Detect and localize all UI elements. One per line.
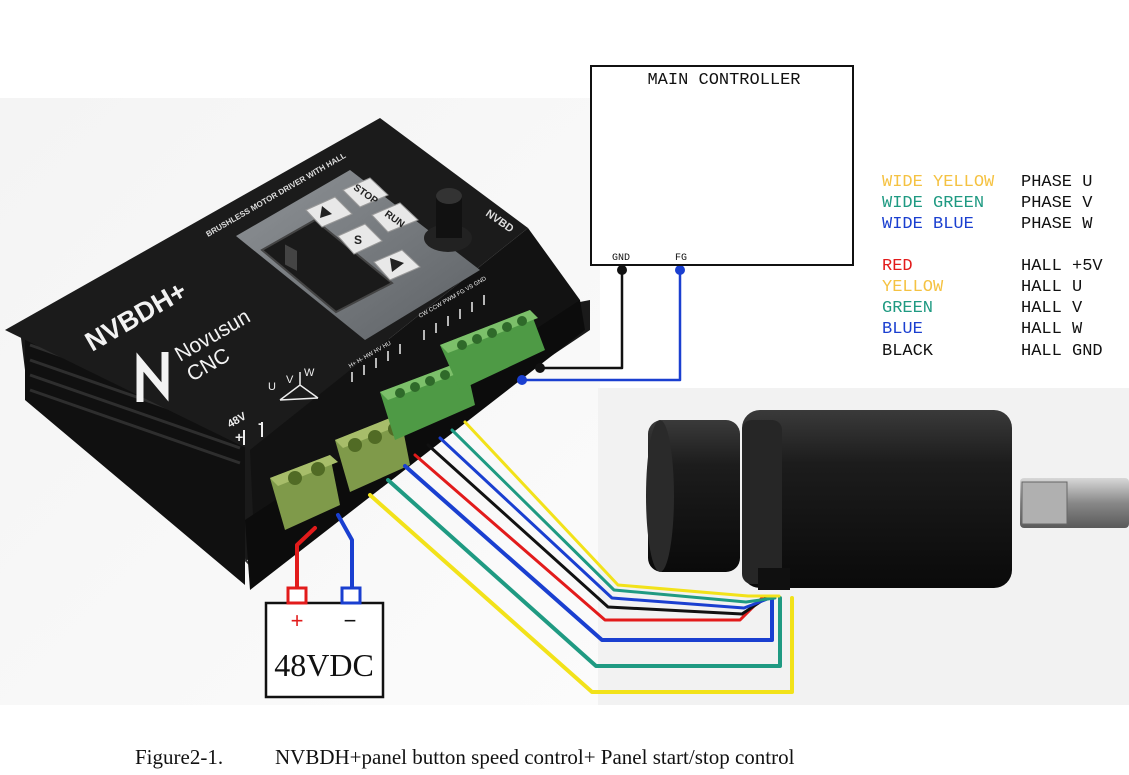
run-button[interactable]: RUN — [371, 202, 419, 233]
hall-wire-green — [450, 428, 777, 604]
legend-signal-phase-w: PHASE W — [1021, 215, 1093, 234]
legend-wire-blue: BLUE — [882, 320, 923, 339]
legend-wire-yellow: YELLOW — [882, 278, 944, 297]
legend-phase-group: WIDE YELLOW PHASE U WIDE GREEN PHASE V W… — [882, 173, 1093, 234]
fg-wire — [520, 268, 682, 382]
legend-signal-phase-v: PHASE V — [1021, 194, 1093, 213]
wire-end-dots — [517, 265, 685, 385]
power-supply-plus: + — [291, 608, 304, 633]
legend-signal-hall-u: HALL U — [1021, 278, 1082, 297]
legend-wire-green: GREEN — [882, 299, 933, 318]
figure-caption: Figure2-1. NVBDH+panel button speed contr… — [135, 745, 794, 770]
legend-signal-hall-gnd: HALL GND — [1021, 342, 1103, 361]
up-button[interactable] — [305, 196, 353, 228]
phase-label-w: W — [304, 367, 315, 379]
s-button-label: S — [354, 233, 362, 247]
main-controller-fg-pin: FG — [675, 253, 687, 264]
legend-wire-wide-green: WIDE GREEN — [882, 194, 984, 213]
phase-label-v: V — [286, 374, 294, 386]
power-pin-marks — [243, 422, 263, 445]
hall-wire-yellow — [463, 420, 781, 598]
main-controller-box: MAIN CONTROLLER GND FG — [590, 65, 854, 266]
legend-signal-hall-v: HALL V — [1021, 299, 1083, 318]
phase-wire-blue — [403, 464, 774, 642]
power-plus-label: + — [235, 429, 243, 445]
main-controller-title: MAIN CONTROLLER — [647, 71, 800, 90]
legend-signal-hall-5v: HALL +5V — [1021, 257, 1103, 276]
hall-wire-black — [426, 443, 768, 616]
gnd-wire — [538, 268, 624, 370]
power-minus-label: - — [258, 415, 263, 431]
power-wire-blue — [336, 513, 354, 590]
led-display — [260, 218, 394, 314]
speed-knob[interactable] — [424, 188, 472, 252]
figure-caption-text: NVBDH+panel button speed control+ Panel … — [275, 745, 795, 769]
stop-button[interactable]: STOP — [342, 177, 389, 208]
power-supply-label: 48VDC — [274, 647, 374, 683]
driver-control-panel: S STOP RUN NVBD — [236, 170, 516, 340]
phase-wye-symbol — [279, 372, 319, 401]
power-supply-48vdc: + − 48VDC — [264, 586, 385, 699]
power-terminal-block — [270, 455, 340, 530]
legend-wire-wide-yellow: WIDE YELLOW — [882, 173, 995, 192]
down-button[interactable] — [373, 249, 421, 281]
terminal-pin-marks — [351, 295, 485, 382]
brushless-motor — [646, 410, 1129, 590]
legend-wire-wide-blue: WIDE BLUE — [882, 215, 974, 234]
phase-wire-yellow — [368, 493, 794, 694]
figure-number: Figure2-1. — [135, 745, 224, 769]
wire-color-legend: WIDE YELLOW PHASE U WIDE GREEN PHASE V W… — [882, 173, 1103, 361]
phase-wire-green — [386, 478, 782, 668]
phase-label-u: U — [268, 381, 276, 393]
power-supply-minus: − — [344, 608, 357, 633]
control-terminal-block — [440, 310, 545, 390]
power-wire-red — [295, 526, 317, 590]
wiring — [295, 268, 794, 694]
legend-hall-group: RED HALL +5V YELLOW HALL U GREEN HALL V … — [882, 257, 1103, 361]
legend-wire-black: BLACK — [882, 342, 934, 361]
legend-wire-red: RED — [882, 257, 913, 276]
legend-signal-phase-u: PHASE U — [1021, 173, 1092, 192]
hall-wire-blue — [438, 436, 772, 610]
s-button[interactable]: S — [337, 223, 383, 255]
hall-terminal-block — [380, 360, 475, 440]
legend-signal-hall-w: HALL W — [1021, 320, 1083, 339]
main-controller-gnd-pin: GND — [612, 253, 630, 264]
